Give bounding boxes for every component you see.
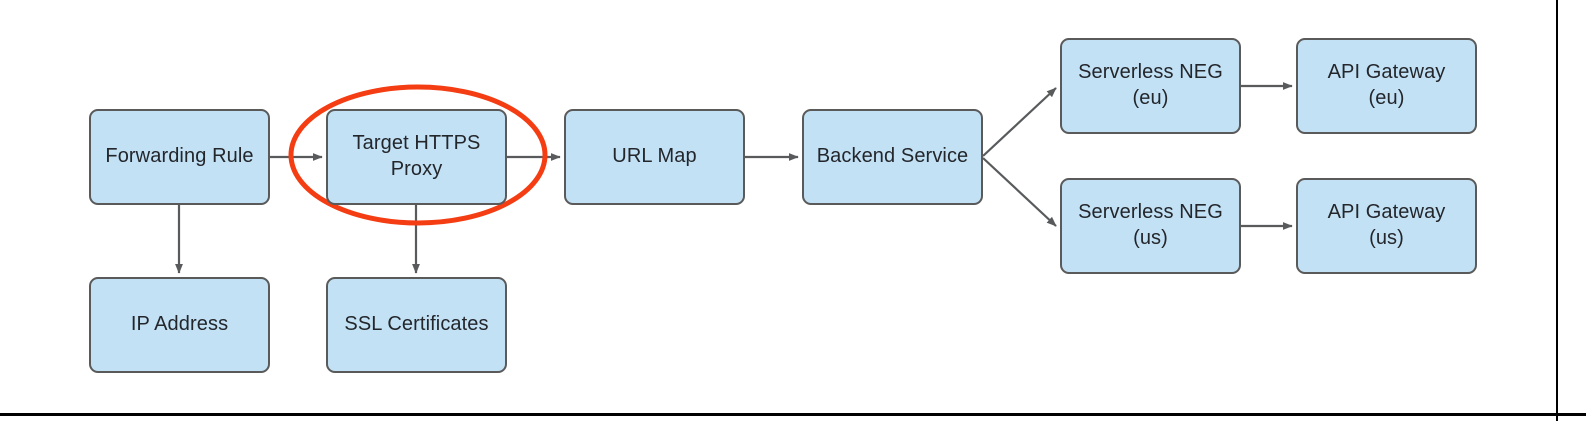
edge-backend-service-to-serverless-neg-eu [982, 87, 1057, 157]
edge-backend-service-to-serverless-neg-us [982, 157, 1057, 227]
node-ip-address[interactable]: IP Address [89, 277, 270, 373]
frame-right-border [1556, 0, 1558, 421]
node-api-gateway-eu[interactable]: API Gateway (eu) [1296, 38, 1477, 134]
node-ssl-certificates[interactable]: SSL Certificates [326, 277, 507, 373]
frame-bottom-border [0, 413, 1586, 416]
node-url-map[interactable]: URL Map [564, 109, 745, 205]
node-target-https-proxy[interactable]: Target HTTPS Proxy [326, 109, 507, 205]
node-backend-service[interactable]: Backend Service [802, 109, 983, 205]
node-api-gateway-us[interactable]: API Gateway (us) [1296, 178, 1477, 274]
node-serverless-neg-us[interactable]: Serverless NEG (us) [1060, 178, 1241, 274]
node-forwarding-rule[interactable]: Forwarding Rule [89, 109, 270, 205]
node-serverless-neg-eu[interactable]: Serverless NEG (eu) [1060, 38, 1241, 134]
